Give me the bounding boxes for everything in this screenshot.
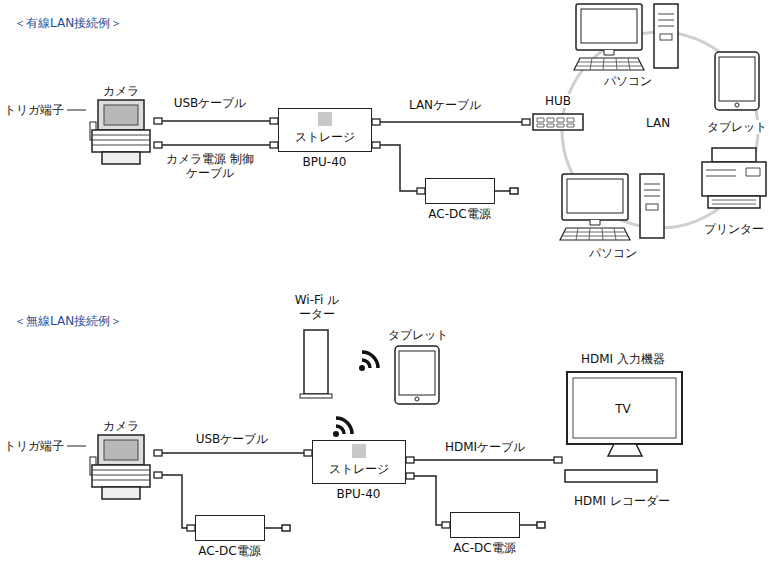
- cable-plug: [372, 142, 380, 148]
- cable-plug: [372, 119, 380, 125]
- cable-plug: [406, 457, 414, 463]
- recorder-icon: [565, 470, 657, 482]
- cable-label: USBケーブル: [172, 96, 249, 110]
- node-text: AC-DC電源: [428, 207, 490, 221]
- storage-body: [312, 440, 406, 484]
- node-text: パソコン: [588, 246, 638, 260]
- cable: [372, 121, 530, 123]
- node-text: カメラ: [103, 84, 139, 98]
- storage-box: ストレージBPU-40: [312, 440, 406, 484]
- cable-plug: [270, 142, 278, 148]
- node-text: ストレージ: [329, 462, 389, 476]
- cable-plug: [406, 473, 414, 479]
- power-adapter: AC-DC電源: [425, 178, 495, 204]
- part-label: LAN: [646, 116, 670, 130]
- power-adapter: AC-DC電源: [195, 515, 265, 541]
- cable-label: カメラ電源 制御ケーブル: [163, 152, 257, 180]
- cable-label: HDMIケーブル: [443, 440, 527, 454]
- pc-icon: [574, 4, 678, 70]
- printer-icon: [702, 148, 766, 208]
- cable-plug: [522, 119, 530, 125]
- node-text: HDMI レコーダー: [574, 494, 670, 508]
- pc-icon: [560, 174, 664, 240]
- tablet: タブレット: [384, 328, 452, 418]
- camera: カメラ: [88, 419, 154, 501]
- cable: [372, 145, 425, 191]
- storage-led: [352, 444, 366, 458]
- section-title: ＜有線LAN接続例＞: [14, 16, 122, 30]
- cable: [154, 475, 195, 528]
- pc: パソコン: [572, 2, 684, 90]
- power-plug: [265, 188, 545, 531]
- cable-plug: [304, 450, 312, 456]
- power-adapter: AC-DC電源: [450, 512, 520, 538]
- cable-plug: [154, 450, 162, 456]
- node-text: HDMI 入力機器: [581, 352, 665, 366]
- node-text: プリンター: [703, 222, 765, 236]
- node-text: タブレット: [388, 328, 448, 342]
- printer: プリンター: [700, 146, 768, 240]
- tv-icon: [567, 372, 682, 456]
- cable-plug: [554, 457, 562, 463]
- tv: HDMI 入力機器 TV: [562, 352, 684, 464]
- router-icon: [300, 330, 332, 398]
- node-text: ストレージ: [295, 130, 355, 144]
- cable-plug: [442, 522, 450, 528]
- node-text: AC-DC電源: [198, 544, 260, 558]
- section-title: ＜無線LAN接続例＞: [14, 314, 122, 328]
- node-text: BPU-40: [337, 487, 381, 501]
- node-text: パソコン: [603, 74, 653, 88]
- tablet: タブレット: [704, 50, 770, 136]
- node-text: HUB: [544, 94, 572, 108]
- router: Wi-Fi ルーター: [288, 293, 346, 401]
- cable: [154, 144, 278, 146]
- recorder: HDMI レコーダー: [556, 468, 688, 512]
- wifi-symbol: [333, 418, 352, 437]
- node-text: TV: [614, 402, 632, 416]
- camera-icon: [90, 435, 150, 499]
- camera-icon: [90, 100, 150, 164]
- cable-plug: [187, 525, 195, 531]
- cable-plug: [154, 472, 162, 478]
- cable-plug: [154, 118, 162, 124]
- hub-icon: [533, 114, 583, 130]
- part-label: トリガ端子: [4, 439, 64, 453]
- node-text: Wi-Fi ルーター: [289, 293, 345, 321]
- node-text: タブレット: [706, 120, 768, 134]
- cable-plug: [417, 188, 425, 194]
- leader-line: [67, 110, 86, 446]
- cable-plug: [154, 142, 162, 148]
- cable: [154, 452, 312, 454]
- tablet-icon: [715, 52, 759, 110]
- storage-box: ストレージBPU-40: [278, 108, 372, 152]
- camera: カメラ: [88, 84, 154, 166]
- cable: [406, 476, 450, 525]
- cable: [406, 459, 562, 461]
- cable-plug: [270, 118, 278, 124]
- node-text: BPU-40: [303, 155, 347, 169]
- wifi-symbol: [359, 352, 378, 371]
- tablet-icon: [395, 346, 439, 404]
- hub: HUB: [530, 94, 586, 134]
- part-label: トリガ端子: [4, 103, 64, 117]
- cable-label: USBケーブル: [194, 432, 271, 446]
- pc: パソコン: [558, 172, 668, 262]
- storage-led: [318, 112, 332, 126]
- cable-label: LANケーブル: [407, 98, 483, 112]
- cable: [154, 120, 278, 122]
- node-text: カメラ: [103, 419, 139, 433]
- storage-body: [278, 108, 372, 152]
- node-text: AC-DC電源: [453, 541, 515, 555]
